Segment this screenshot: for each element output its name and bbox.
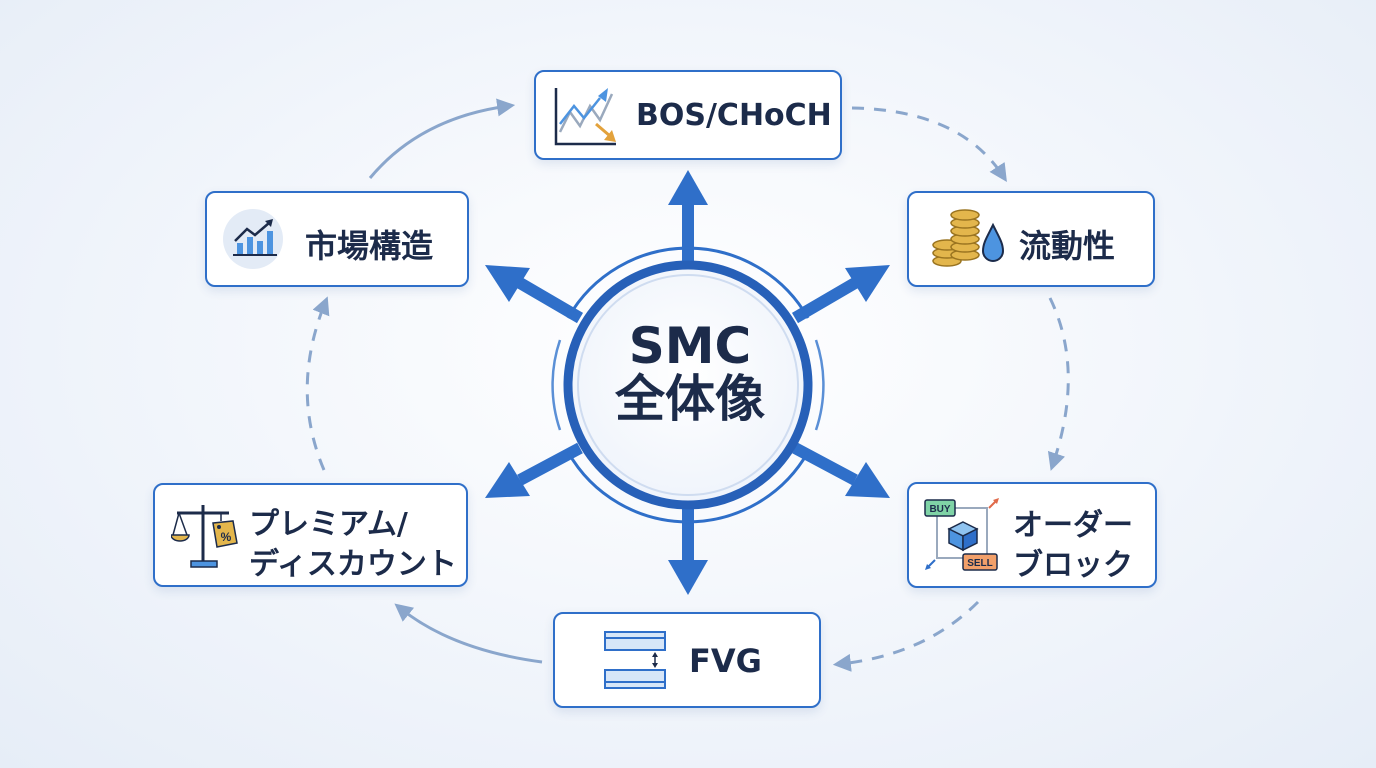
radial-arrow-upper-right	[791, 265, 890, 324]
node-order-block[interactable]: BUY SELL オーダー ブロック	[907, 482, 1157, 588]
arrow-liquidity-to-orderblock	[1047, 297, 1070, 471]
node-fvg-label: FVG	[689, 642, 762, 680]
node-premium-discount-label-line1: プレミアム/	[249, 507, 408, 542]
node-fvg[interactable]: FVG	[553, 612, 821, 708]
node-order-block-label-line2: ブロック	[1013, 548, 1133, 583]
node-market-structure-label: 市場構造	[305, 227, 434, 265]
center-title: SMC 全体像	[565, 320, 815, 425]
node-order-block-label-line1: オーダー	[1013, 508, 1133, 543]
node-premium-discount-label-line2: ディスカウント	[249, 547, 457, 582]
node-liquidity[interactable]: 流動性	[907, 191, 1155, 287]
sell-tag	[962, 553, 998, 571]
arrow-bos-to-liquidity	[851, 106, 1007, 183]
radial-arrow-upper-left	[485, 265, 584, 324]
radial-arrow-down	[668, 500, 708, 595]
svg-text:%: %	[221, 530, 232, 544]
center-title-line1: SMC	[628, 317, 752, 375]
center-circle	[563, 260, 813, 510]
svg-text:SELL: SELL	[967, 558, 993, 569]
arrow-market-to-bos	[368, 98, 516, 179]
cycle-arrows	[305, 98, 1070, 672]
coins-droplet-icon	[932, 209, 1005, 267]
fair-value-gap-icon	[604, 631, 666, 689]
center-rings	[551, 246, 825, 524]
node-bos-choch[interactable]: BOS/CHoCH	[534, 70, 842, 160]
radial-arrow-up	[668, 170, 708, 265]
node-market-structure[interactable]: 市場構造	[205, 191, 469, 287]
order-block-icon: BUY SELL	[924, 498, 999, 571]
radial-arrow-lower-right	[792, 442, 890, 498]
arrow-fvg-to-premium	[394, 603, 543, 664]
buy-tag	[924, 499, 956, 517]
node-bos-choch-label: BOS/CHoCH	[636, 98, 832, 133]
scale-price-tag-icon: %	[171, 505, 238, 568]
arrow-orderblock-to-fvg	[832, 600, 980, 672]
node-liquidity-label: 流動性	[1019, 227, 1116, 265]
node-premium-discount[interactable]: % プレミアム/ ディスカウント	[153, 483, 468, 587]
center-title-line2: 全体像	[615, 369, 765, 428]
arrow-premium-to-market	[305, 296, 330, 471]
radial-arrow-lower-left	[485, 442, 583, 498]
rising-bar-chart-icon	[223, 209, 283, 269]
trend-reversal-chart-icon	[554, 88, 616, 146]
svg-text:BUY: BUY	[929, 504, 950, 515]
